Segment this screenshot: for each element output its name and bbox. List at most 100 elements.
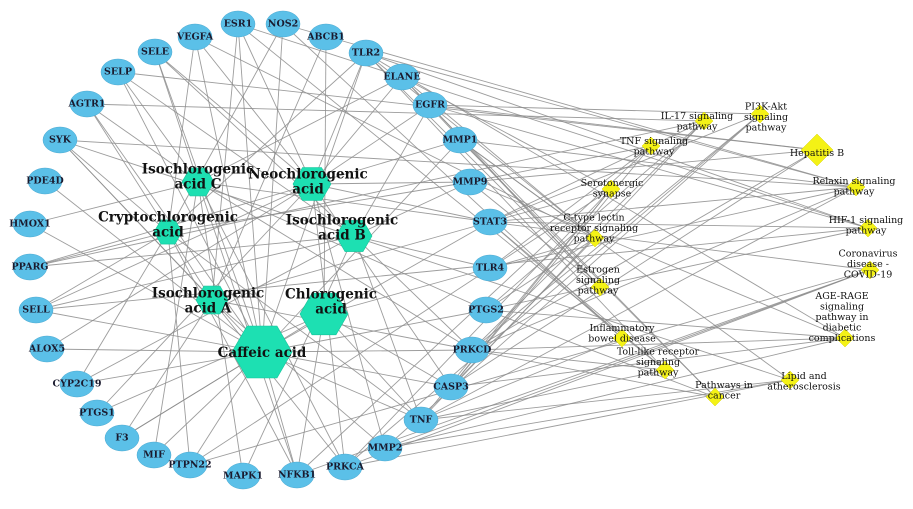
pathway-node-cancer[interactable] <box>705 387 725 407</box>
target-label: TLR4 <box>476 263 505 274</box>
compound-node-neochlorogenic[interactable] <box>292 167 332 201</box>
target-node-mmp9[interactable] <box>452 168 488 196</box>
target-node-cyp2c19[interactable] <box>59 370 95 398</box>
edge-target-pathway <box>189 269 871 466</box>
edge-target-pathway <box>420 186 857 421</box>
target-node-mapk1[interactable] <box>225 462 261 490</box>
target-node-prkcd[interactable] <box>454 336 490 364</box>
pathway-node-hepb[interactable] <box>800 133 834 167</box>
target-label: EGFR <box>415 100 445 111</box>
edge-compound-target <box>311 76 403 185</box>
target-node-tnf[interactable] <box>403 406 439 434</box>
pathway-node-tnf[interactable] <box>641 136 661 156</box>
compound-node-isoA[interactable] <box>195 285 229 315</box>
target-label: TLR2 <box>352 48 380 59</box>
pathway-node-covid[interactable] <box>860 260 880 280</box>
edge-compound-target <box>76 351 263 385</box>
compound-node-isoC[interactable] <box>181 167 215 197</box>
pathway-label: Pathways in <box>695 380 753 391</box>
target-node-sell[interactable] <box>18 296 54 324</box>
target-node-mmp2[interactable] <box>367 434 403 462</box>
target-node-ptpn22[interactable] <box>172 451 208 479</box>
edge-compound-target <box>296 313 325 476</box>
edge-compound-target <box>29 223 263 353</box>
pathway-node-il17[interactable] <box>694 111 714 131</box>
edge-target-pathway <box>86 103 705 122</box>
target-node-mmp1[interactable] <box>442 126 478 154</box>
edge-target-pathway <box>485 309 846 339</box>
pathway-node-ibd[interactable] <box>612 328 632 348</box>
pathway-node-sero[interactable] <box>601 179 621 199</box>
compound-node-crypto[interactable] <box>153 219 183 245</box>
pathway-node-pi3k[interactable] <box>750 104 770 124</box>
edge-target-pathway <box>469 145 652 183</box>
pathway-node-relaxin[interactable] <box>846 177 866 197</box>
target-node-pde4d[interactable] <box>27 167 63 195</box>
compound-label: acid <box>152 225 184 241</box>
pathway-label: Coronavirus <box>839 249 898 260</box>
target-node-f3[interactable] <box>104 424 140 452</box>
edge-target-pathway <box>344 269 871 468</box>
pathway-label: IL-17 signaling <box>661 111 733 122</box>
compound-label: Chlorogenic <box>285 287 377 303</box>
edge-compound-target <box>154 51 199 183</box>
target-label: SELP <box>104 67 132 78</box>
pathway-node-estrogen[interactable] <box>590 277 610 297</box>
edge-compound-target <box>194 36 313 185</box>
target-node-abcb1[interactable] <box>308 23 344 51</box>
pathway-node-lipid[interactable] <box>780 370 800 390</box>
target-node-syk[interactable] <box>42 126 78 154</box>
edge-target-pathway <box>485 120 705 311</box>
pathway-label: pathway <box>834 186 875 197</box>
edge-target-pathway <box>459 139 716 398</box>
target-node-vegfa[interactable] <box>177 23 213 51</box>
pathway-label: cancer <box>708 390 741 401</box>
target-node-pparg[interactable] <box>12 253 48 281</box>
edge-target-pathway <box>489 145 652 269</box>
target-node-elane[interactable] <box>384 63 420 91</box>
target-node-ptgs2[interactable] <box>468 296 504 324</box>
edge-compound-target <box>323 313 422 421</box>
target-node-selp[interactable] <box>100 58 136 86</box>
compound-node-isoB[interactable] <box>335 220 373 252</box>
target-node-alox5[interactable] <box>29 335 65 363</box>
pathway-node-hif1[interactable] <box>858 218 878 238</box>
edge-compound-target <box>86 103 213 301</box>
compound-node-caffeic[interactable] <box>231 325 293 379</box>
target-node-nos2[interactable] <box>265 10 301 38</box>
target-node-mif[interactable] <box>136 441 172 469</box>
target-node-agtr1[interactable] <box>69 90 105 118</box>
target-node-tlr4[interactable] <box>472 254 508 282</box>
target-node-egfr[interactable] <box>412 91 448 119</box>
target-node-tlr2[interactable] <box>348 39 384 67</box>
target-node-stat3[interactable] <box>472 208 508 236</box>
pathway-label: Relaxin signaling <box>812 176 895 187</box>
target-node-sele[interactable] <box>137 38 173 66</box>
target-node-casp3[interactable] <box>433 373 469 401</box>
pathway-label: pathway <box>746 123 787 134</box>
target-node-hmox1[interactable] <box>12 210 48 238</box>
target-label: ELANE <box>383 72 420 83</box>
pathway-node-ctype[interactable] <box>585 228 605 248</box>
edge-target-pathway <box>489 221 871 271</box>
target-label: ABCB1 <box>306 32 345 43</box>
pathway-node-age[interactable] <box>835 328 855 348</box>
compound-node-chlorogenic[interactable] <box>299 292 349 336</box>
target-node-nfkb1[interactable] <box>279 461 315 489</box>
pathway-label: Hepatitis B <box>790 148 844 159</box>
target-label: SELL <box>22 305 50 316</box>
target-node-ptgs1[interactable] <box>79 399 115 427</box>
edge-target-pathway <box>450 337 846 388</box>
pathway-label: signaling <box>820 302 864 313</box>
edge-compound-target <box>76 231 169 385</box>
target-label: MAPK1 <box>223 471 263 482</box>
pathway-label: bowel disease <box>588 333 656 344</box>
edge-target-pathway <box>489 237 596 269</box>
target-node-esr1[interactable] <box>220 10 256 38</box>
target-label: PDE4D <box>26 176 63 187</box>
pathway-node-toll[interactable] <box>655 360 675 380</box>
target-node-prkca[interactable] <box>327 453 363 481</box>
target-label: MMP2 <box>368 443 403 454</box>
target-label: MMP1 <box>443 135 478 146</box>
